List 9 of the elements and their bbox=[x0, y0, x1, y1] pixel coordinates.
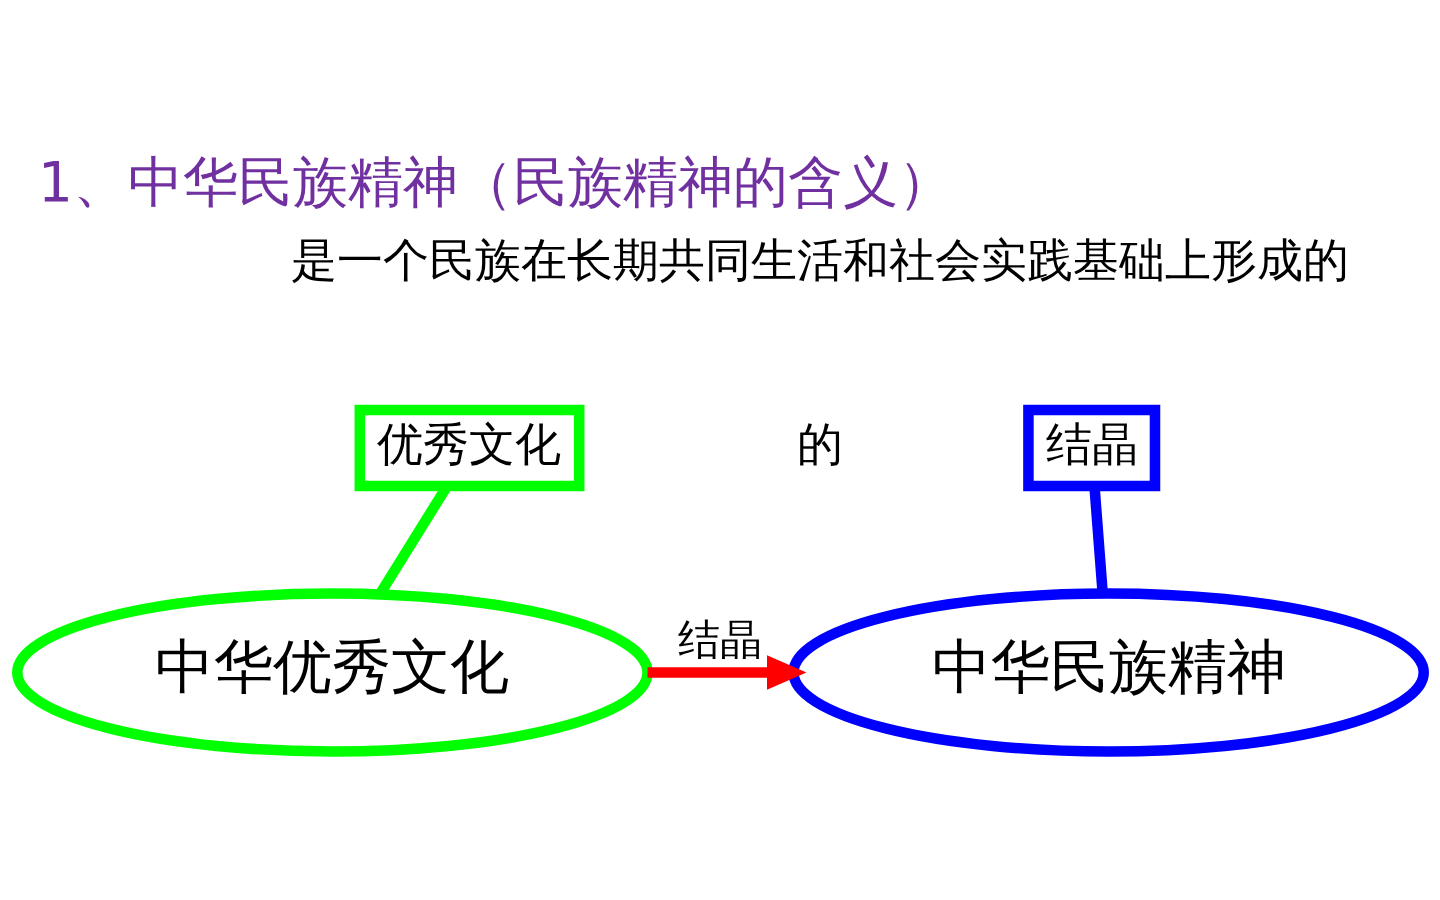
node-ellipse: 中华优秀文化 bbox=[11, 588, 653, 757]
node-ellipse: 中华民族精神 bbox=[787, 588, 1429, 757]
node-box: 结晶 bbox=[1022, 404, 1160, 492]
edge-label: 结晶 bbox=[678, 614, 762, 664]
arrow bbox=[647, 655, 806, 690]
label: 是一个民族在长期共同生活和社会实践基础上形成的 bbox=[290, 233, 1349, 288]
node-box: 优秀文化 bbox=[354, 404, 584, 492]
label: 的 bbox=[796, 416, 843, 471]
diagram-title: 1、中华民族精神（民族精神的含义） bbox=[37, 149, 953, 214]
